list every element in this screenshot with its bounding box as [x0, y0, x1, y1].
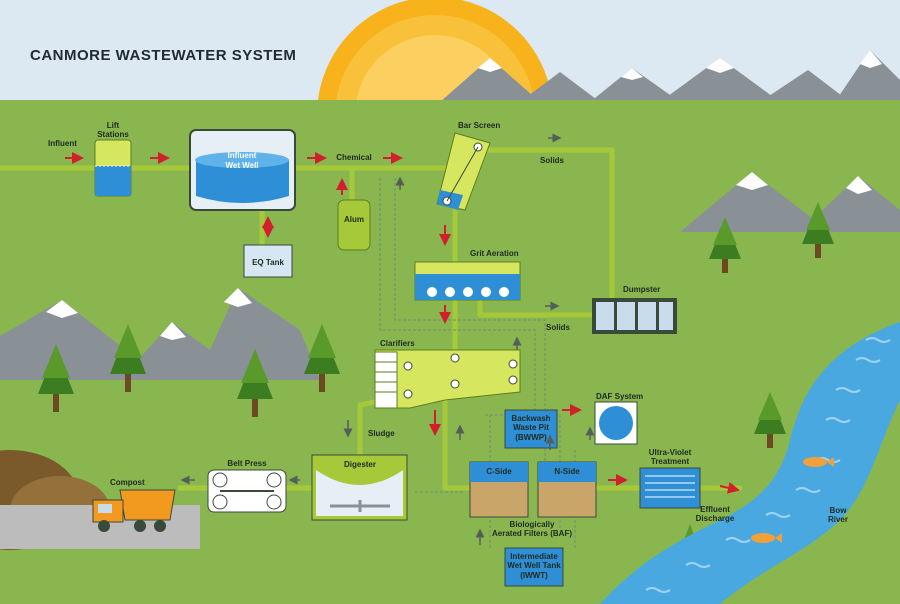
digester: [311, 454, 408, 521]
clarifiers: [374, 349, 521, 409]
eq-tank-label: EQ Tank: [252, 258, 284, 267]
bow-river: [600, 322, 900, 604]
chemical-label: Chemical: [336, 153, 372, 162]
influent-wet-well-label: Influent: [228, 151, 257, 160]
daf-system: [594, 401, 638, 445]
baf-label: Biologically: [510, 520, 555, 529]
lift-station: [94, 139, 132, 197]
backwash-label-3: (BWWP): [515, 433, 547, 442]
solids-top-label: Solids: [540, 156, 565, 165]
influent-wet-well: [189, 129, 296, 211]
belt-press: [207, 469, 287, 513]
iwwt-label: Intermediate: [510, 552, 558, 561]
n-side-label: N-Side: [554, 467, 580, 476]
diagram-title: CANMORE WASTEWATER SYSTEM: [30, 47, 296, 64]
baf-label-2: Aerated Filters (BAF): [492, 529, 572, 538]
digester-label: Digester: [344, 460, 376, 469]
bar-screen-label: Bar Screen: [458, 121, 500, 130]
right-mountains: [680, 172, 900, 232]
top-mountains: [440, 50, 900, 102]
iwwt-label-2: Wet Well Tank: [507, 561, 561, 570]
alum-tank: [337, 199, 371, 251]
alum-label: Alum: [344, 215, 364, 224]
compost-label: Compost: [110, 478, 145, 487]
solids-bottom-label: Solids: [546, 323, 571, 332]
eq-tank: [243, 244, 293, 278]
flow-arrows-gray: [180, 133, 595, 545]
bar-screen: [436, 132, 491, 211]
effluent-label-2: Discharge: [696, 514, 735, 523]
uv-label-2: Treatment: [651, 457, 690, 466]
bow-river-label-2: River: [828, 515, 848, 524]
backwash-label: Backwash: [511, 414, 550, 423]
bow-river-label: Bow: [830, 506, 848, 515]
uv-treatment: [639, 467, 701, 509]
fish-icon: [751, 533, 782, 543]
lift-stations-label: Lift: [107, 121, 120, 130]
grit-aeration-label: Grit Aeration: [470, 249, 519, 258]
influent-label: Influent: [48, 139, 77, 148]
baf-c-side: [469, 461, 529, 518]
backwash-label-2: Waste Pit: [513, 423, 549, 432]
uv-label: Ultra-Violet: [649, 448, 692, 457]
daf-system-label: DAF System: [596, 392, 643, 401]
lift-stations-label-2: Stations: [97, 130, 129, 139]
baf-n-side: [537, 461, 597, 518]
belt-press-label: Belt Press: [227, 459, 267, 468]
dumpster: [592, 298, 677, 334]
grit-aeration: [414, 261, 521, 301]
iwwt-label-3: (IWWT): [520, 571, 548, 580]
dumpster-label: Dumpster: [623, 285, 660, 294]
sludge-label: Sludge: [368, 429, 395, 438]
effluent-label: Effluent: [700, 505, 730, 514]
c-side-label: C-Side: [486, 467, 512, 476]
fish-icon: [803, 457, 834, 467]
flow-arrows: [65, 152, 740, 494]
truck-icon: [92, 489, 176, 532]
clarifiers-label: Clarifiers: [380, 339, 415, 348]
iwwt-tank: [504, 547, 564, 587]
influent-wet-well-label-2: Wet Well: [225, 161, 258, 170]
